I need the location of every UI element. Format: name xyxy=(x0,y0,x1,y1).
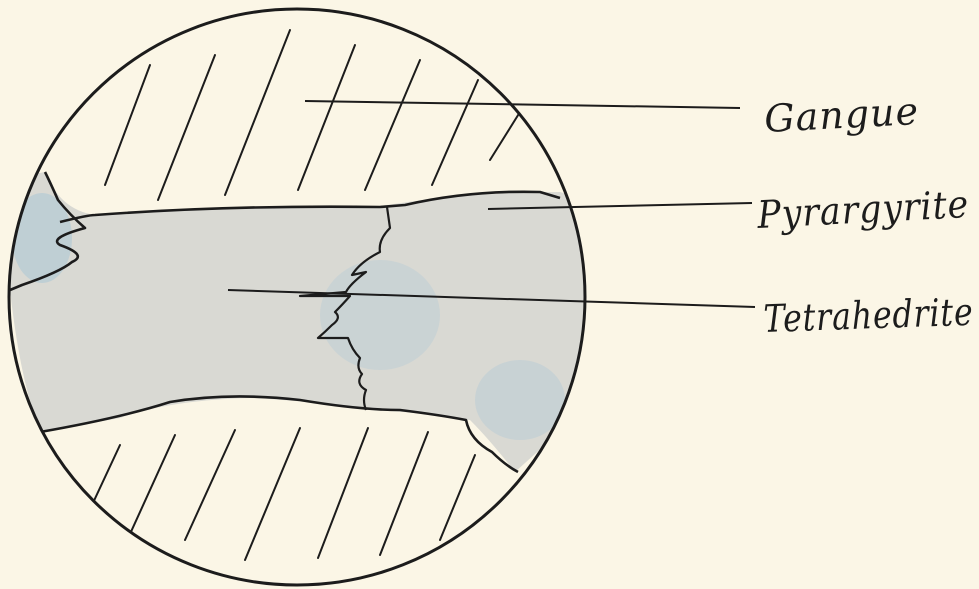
label-tetrahedrite: Tetrahedrite xyxy=(763,290,974,341)
blue-tint-right xyxy=(475,360,565,440)
label-gangue: Gangue xyxy=(763,89,920,141)
